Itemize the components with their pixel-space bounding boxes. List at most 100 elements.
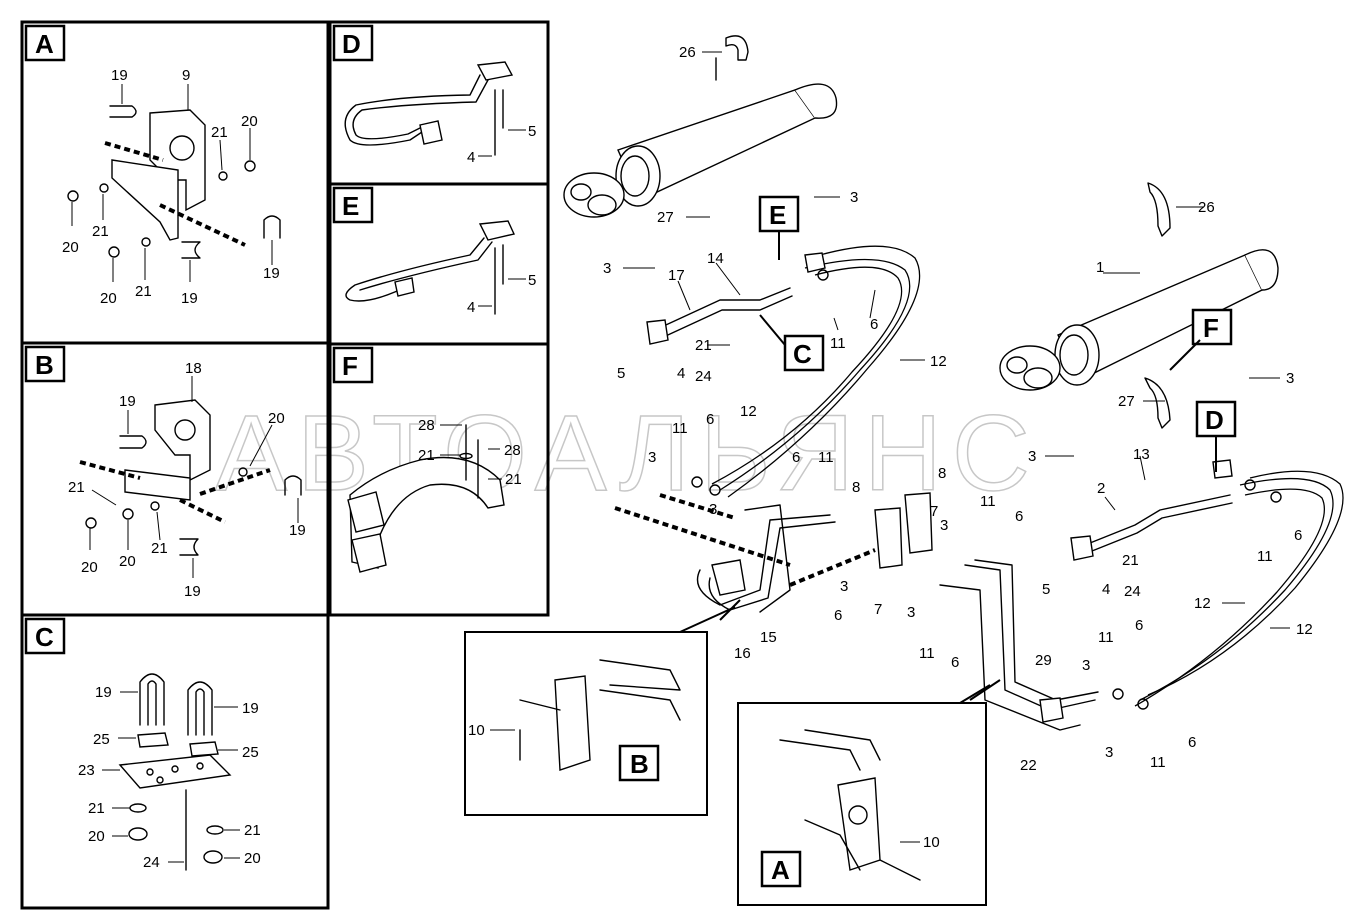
panel-e-tag: E (342, 191, 359, 221)
label-6-right-mid: 6 (1015, 508, 1023, 525)
label-a-19-top: 19 (111, 67, 128, 84)
main-assembly: B 10 A 10 E C F D (464, 35, 1344, 906)
label-b-21-left: 21 (68, 479, 85, 496)
label-14: 14 (707, 250, 724, 267)
label-6-right-low: 6 (1135, 617, 1143, 634)
label-a-19-right: 19 (263, 265, 280, 282)
label-b-20-left: 20 (81, 559, 98, 576)
label-a-20-right: 20 (241, 113, 258, 130)
label-3-bottom-right: 3 (1105, 744, 1113, 761)
label-10-inset-a: 10 (923, 834, 940, 851)
label-21-left: 21 (695, 337, 712, 354)
label-3-right-upper: 3 (1286, 370, 1294, 387)
label-3-center-low: 3 (840, 578, 848, 595)
panel-c: C 19 19 25 25 23 21 21 20 20 24 (20, 613, 330, 910)
label-a-20-left: 20 (62, 239, 79, 256)
panel-f-tag: F (342, 351, 358, 381)
callout-f: F (1203, 313, 1219, 343)
label-8-left: 8 (852, 479, 860, 496)
label-10-inset-b: 10 (468, 722, 485, 739)
label-e-5: 5 (528, 272, 536, 289)
label-b-20-mid: 20 (119, 553, 136, 570)
callout-e: E (769, 200, 786, 230)
label-a-21-right: 21 (211, 124, 228, 141)
label-a-21-bottom: 21 (135, 283, 152, 300)
label-b-19-right: 19 (289, 522, 306, 539)
label-3-right-low: 3 (1082, 657, 1090, 674)
label-b-20-right: 20 (268, 410, 285, 427)
label-15: 15 (760, 629, 777, 646)
label-5-left: 5 (617, 365, 625, 382)
label-11-bottom-right: 11 (1150, 754, 1166, 771)
label-7-upper: 7 (930, 503, 938, 520)
label-c-21-left: 21 (88, 800, 105, 817)
label-f-21-right: 21 (505, 471, 522, 488)
panel-d-tag: D (342, 29, 361, 59)
label-26-right: 26 (1198, 199, 1215, 216)
label-3-lower: 3 (907, 604, 915, 621)
label-3-upper: 3 (850, 189, 858, 206)
label-22: 22 (1020, 757, 1037, 774)
label-6-right: 6 (1294, 527, 1302, 544)
label-17: 17 (668, 267, 685, 284)
label-a-9: 9 (182, 67, 190, 84)
callout-d: D (1205, 405, 1224, 435)
label-a-20-bottom: 20 (100, 290, 117, 307)
label-c-23: 23 (78, 762, 95, 779)
label-c-19-right: 19 (242, 700, 259, 717)
watermark-text: АВТОАЛЬЯНС (215, 392, 1040, 513)
label-11-upper: 11 (830, 335, 846, 352)
label-f-28-left: 28 (418, 417, 435, 434)
label-c-19-left: 19 (95, 684, 112, 701)
label-24-right: 24 (1124, 583, 1141, 600)
label-3-lower-left: 3 (709, 501, 717, 518)
label-c-20-right: 20 (244, 850, 261, 867)
label-6-bottom-right: 6 (1188, 734, 1196, 751)
label-e-4: 4 (467, 299, 475, 316)
label-11-right-low: 11 (1098, 629, 1114, 646)
label-13: 13 (1133, 446, 1150, 463)
cylinder-right (999, 182, 1279, 429)
label-27-left: 27 (657, 209, 674, 226)
inset-a-tag: A (771, 855, 790, 885)
label-f-21-left: 21 (418, 447, 435, 464)
label-1: 1 (1096, 259, 1104, 276)
label-27-right: 27 (1118, 393, 1135, 410)
inset-b: B 10 (464, 599, 741, 816)
label-7-lower: 7 (874, 601, 882, 618)
label-11-right: 11 (1257, 548, 1273, 565)
label-29: 29 (1035, 652, 1052, 669)
panel-a-tag: A (35, 29, 54, 59)
label-12-right-a: 12 (1194, 595, 1211, 612)
label-4-right: 4 (1102, 581, 1110, 598)
label-c-20-left: 20 (88, 828, 105, 845)
label-c-25-left: 25 (93, 731, 110, 748)
label-12-right-b: 12 (1296, 621, 1313, 638)
panel-d: D 5 4 (328, 20, 550, 186)
panel-b-tag: B (35, 350, 54, 380)
label-3-mid: 3 (648, 449, 656, 466)
label-c-24: 24 (143, 854, 160, 871)
label-c-21-right: 21 (244, 822, 261, 839)
label-b-19-top: 19 (119, 393, 136, 410)
panel-f: F 28 28 21 21 (328, 342, 550, 617)
label-d-4: 4 (467, 149, 475, 166)
label-24-left: 24 (695, 368, 712, 385)
label-c-25-right: 25 (242, 744, 259, 761)
panel-a: A 19 9 21 20 21 20 21 19 19 20 21 (20, 20, 330, 345)
inset-b-tag: B (630, 749, 649, 779)
panel-e: E 5 4 (328, 182, 550, 346)
label-8-right: 8 (938, 465, 946, 482)
label-11-center: 11 (818, 449, 834, 466)
label-12-mid: 12 (740, 403, 757, 420)
label-b-19-bottom: 19 (184, 583, 201, 600)
label-3-right-cyl: 3 (1028, 448, 1036, 465)
callout-c: C (793, 339, 812, 369)
label-d-5: 5 (528, 123, 536, 140)
label-6-lower: 6 (951, 654, 959, 671)
label-a-19-bottom: 19 (181, 290, 198, 307)
label-11-mid: 11 (672, 420, 688, 437)
label-6-upper: 6 (870, 316, 878, 333)
label-11-right-mid: 11 (980, 493, 996, 510)
label-16: 16 (734, 645, 751, 662)
